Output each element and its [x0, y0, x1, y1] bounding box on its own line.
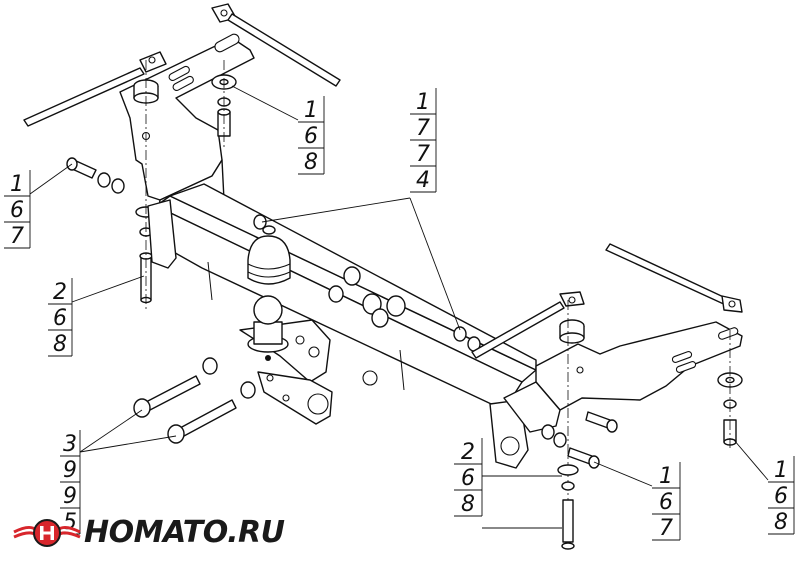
callout-number: 7: [416, 142, 430, 167]
callout-c2: 268: [48, 278, 73, 357]
callout-number: 8: [53, 332, 67, 357]
callout-c3: 168: [298, 96, 325, 175]
cable-tie-right: [605, 243, 743, 313]
callout-number: 6: [774, 484, 788, 509]
callout-number: 2: [461, 440, 475, 465]
callout-number: 6: [10, 198, 24, 223]
fastener-group-mid: [202, 214, 481, 399]
callout-number: 2: [53, 280, 67, 305]
bolt-left-horizontal: [66, 157, 125, 194]
cross-beam: [155, 183, 537, 411]
leader-lines: [29, 85, 769, 529]
cable-tie-center: [471, 291, 585, 359]
tow-ball: [247, 295, 289, 361]
callout-number: 1: [416, 90, 430, 115]
callout-number: 6: [461, 466, 475, 491]
callout-number: 8: [461, 492, 475, 517]
ball-cover: [247, 225, 291, 285]
callout-c1: 167: [4, 170, 31, 249]
cable-tie-top: [211, 3, 341, 87]
brand-text: HOMATO.RU: [84, 514, 285, 550]
callout-number: 9: [63, 484, 77, 509]
rubber-bushing-right: [559, 319, 585, 344]
winged-h-logo-icon: [13, 519, 81, 547]
callout-number: 6: [659, 490, 673, 515]
callout-number: 1: [304, 98, 318, 123]
callout-number: 1: [774, 458, 788, 483]
callout-number: 8: [774, 510, 788, 535]
brand-watermark: HOMATO.RU: [12, 512, 285, 552]
callout-c7: 167: [652, 462, 681, 541]
callout-number: 3: [63, 432, 77, 457]
callout-c8: 168: [768, 456, 795, 535]
long-bolts: [133, 375, 237, 444]
callout-number: 1: [10, 172, 24, 197]
callout-number: 4: [416, 168, 430, 193]
callout-number: 6: [53, 306, 67, 331]
socket-plate: [257, 371, 333, 425]
callout-number: 7: [10, 224, 24, 249]
callout-number: 1: [659, 464, 673, 489]
callout-number: 7: [659, 516, 673, 541]
callout-number: 7: [416, 116, 430, 141]
beam-end-left: [147, 199, 177, 269]
fastener-group-right: [541, 411, 618, 550]
callout-number: 6: [304, 124, 318, 149]
callout-number: 8: [304, 150, 318, 175]
callout-c6: 268: [454, 438, 483, 517]
cable-tie-left: [23, 51, 167, 127]
right-bracket: [503, 321, 743, 433]
callout-number: 9: [63, 458, 77, 483]
